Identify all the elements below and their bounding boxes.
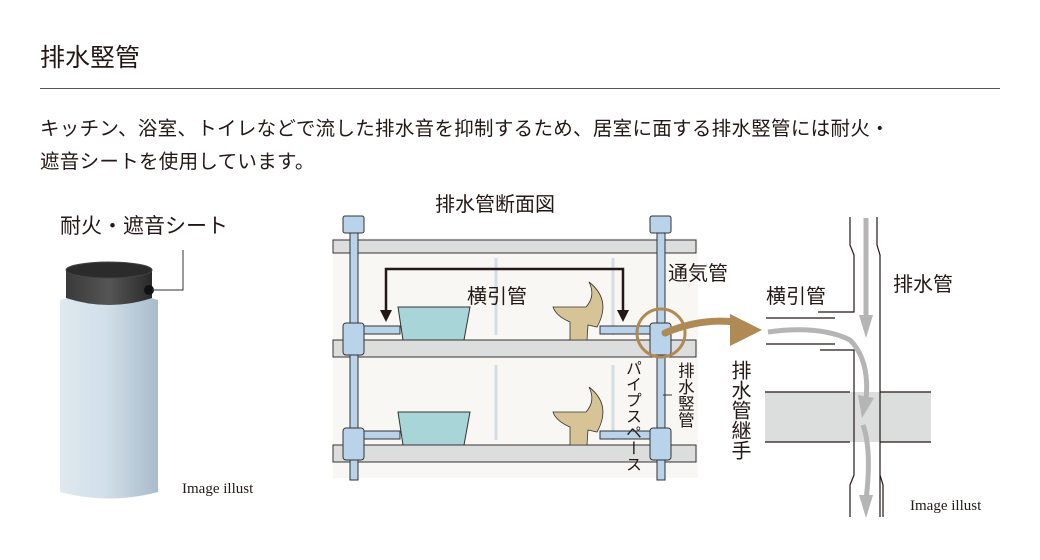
sheet-image-credit: Image illust bbox=[182, 481, 254, 497]
joint-horizontal-pipe-label: 横引管 bbox=[766, 284, 826, 308]
insulated-pipe-illustration bbox=[60, 250, 184, 499]
horizontal-pipe-label: 横引管 bbox=[467, 284, 527, 308]
description-line-2: 遮音シートを使用しています。 bbox=[40, 150, 315, 173]
section-diagram-title: 排水管断面図 bbox=[435, 192, 555, 216]
drain-joint-diagram bbox=[765, 217, 931, 518]
page-title: 排水竪管 bbox=[40, 43, 141, 72]
vent-pipe-label: 通気管 bbox=[668, 261, 728, 285]
drain-joint-label: 排水管継手 bbox=[728, 360, 752, 460]
joint-image-credit: Image illust bbox=[910, 498, 982, 514]
sheet-label: 耐火・遮音シート bbox=[60, 214, 228, 238]
drain-stack-label: 排水竪管 bbox=[675, 362, 695, 428]
description-line-1: キッチン、浴室、トイレなどで流した排水音を抑制するため、居室に面する排水竪管には… bbox=[40, 117, 890, 140]
drain-section-diagram bbox=[332, 215, 762, 481]
pipe-space-label: パイプスペース bbox=[623, 360, 642, 472]
title-divider bbox=[40, 88, 1000, 89]
drain-pipe-label: 排水管 bbox=[893, 272, 953, 296]
